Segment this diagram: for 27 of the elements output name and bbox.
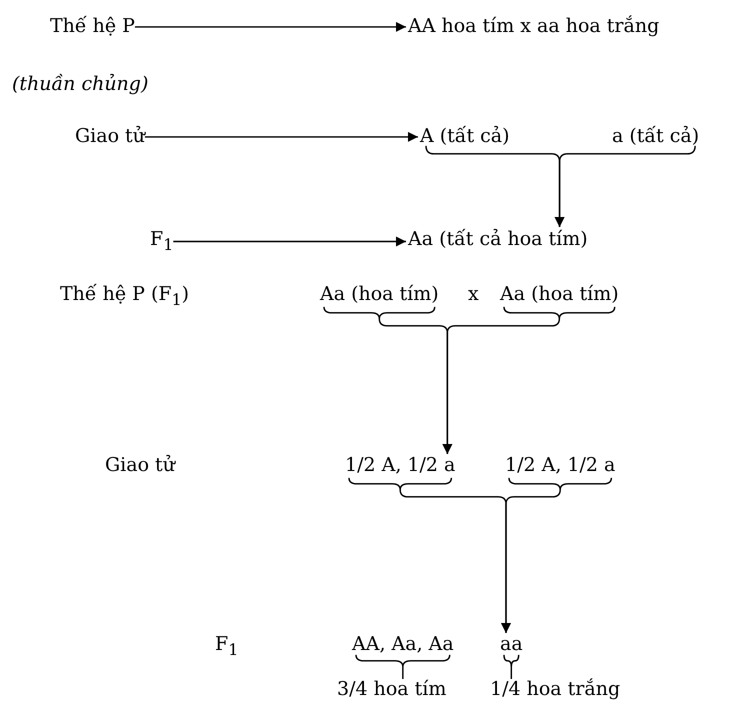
gamete-text: a (tất cả)	[612, 126, 700, 148]
brace-arrow	[442, 306, 616, 455]
arrow	[173, 236, 406, 246]
offspring-text: Aa (tất cả hoa tím)	[408, 229, 588, 251]
row-label: Giao tử	[105, 455, 175, 477]
row-label: Giao tử	[75, 126, 145, 148]
brace-connector	[503, 654, 520, 680]
ratio-text: 1/4 hoa trắng	[490, 679, 620, 701]
cross-sign: x	[468, 284, 479, 306]
genotype-text: Aa (hoa tím)	[500, 284, 619, 306]
ratio-text: 3/4 hoa tím	[337, 679, 446, 701]
genotype-text: aa	[500, 634, 523, 656]
genotype-text: Aa (hoa tím)	[320, 284, 439, 306]
gamete-text: A (tất cả)	[420, 126, 510, 148]
note-text: (thuần chủng)	[12, 74, 148, 96]
genotype-text: AA, Aa, Aa	[352, 634, 454, 656]
row-label: F$_{1}$	[215, 634, 238, 659]
cross-text: AA hoa tím x aa hoa trắng	[408, 16, 660, 38]
row-label: F$_{1}$	[150, 229, 174, 254]
gamete-text: 1/2 A, 1/2 a	[505, 455, 616, 477]
row-label: Thế hệ P (F$_{1}$)	[60, 284, 190, 309]
brace-connector	[355, 654, 450, 680]
arrow	[144, 132, 418, 142]
generation-label: Thế hệ P	[50, 16, 135, 38]
brace-arrow	[501, 477, 612, 634]
arrow	[134, 22, 406, 32]
gamete-text: 1/2 A, 1/2 a	[345, 455, 456, 477]
